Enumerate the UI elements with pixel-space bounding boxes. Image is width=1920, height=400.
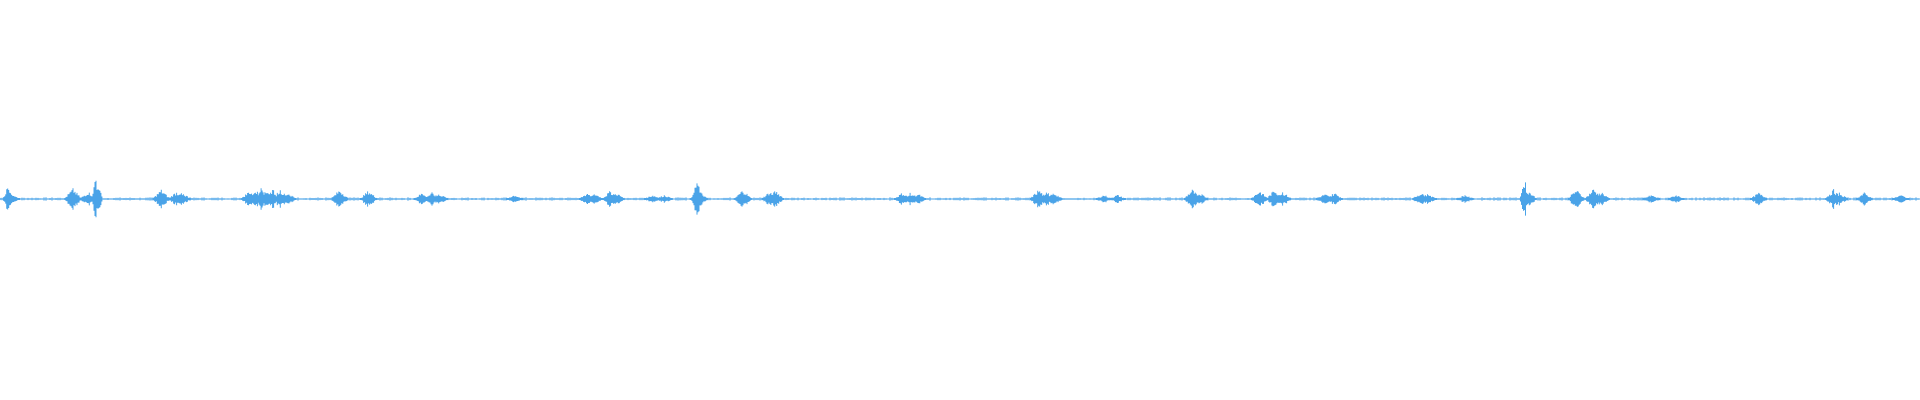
waveform-burst	[506, 195, 524, 203]
waveform-bursts	[3, 180, 1910, 218]
waveform-burst	[1420, 194, 1437, 204]
waveform-burst	[3, 193, 20, 205]
waveform-burst	[1519, 192, 1537, 206]
waveform-burst	[431, 194, 449, 204]
waveform-burst	[1855, 192, 1873, 206]
waveform-burst	[64, 188, 82, 210]
waveform-burst	[655, 195, 673, 203]
waveform-burst	[1274, 192, 1292, 206]
waveform-burst	[607, 194, 625, 204]
waveform-burst	[734, 191, 752, 207]
waveform-burst	[1592, 192, 1610, 206]
waveform-burst	[1830, 192, 1848, 206]
waveform-burst	[360, 191, 378, 207]
waveform-burst	[1456, 195, 1474, 203]
waveform-burst	[1191, 194, 1209, 204]
waveform-burst	[1325, 193, 1343, 205]
waveform-burst	[1642, 195, 1660, 203]
waveform-burst	[690, 192, 708, 206]
waveform-burst	[909, 194, 927, 204]
waveform-burst	[93, 189, 103, 209]
waveform-burst	[1750, 192, 1768, 206]
waveform-burst	[1045, 193, 1063, 205]
waveform-burst	[1567, 191, 1585, 207]
waveform-burst	[173, 193, 191, 205]
waveform-burst	[1892, 195, 1910, 203]
waveform-burst	[152, 189, 170, 209]
waveform-burst	[1667, 195, 1685, 203]
waveform-burst	[279, 194, 297, 204]
waveform-burst	[1251, 192, 1268, 206]
waveform-burst	[1108, 195, 1126, 203]
waveform-burst	[767, 191, 785, 207]
waveform-burst	[331, 191, 349, 207]
